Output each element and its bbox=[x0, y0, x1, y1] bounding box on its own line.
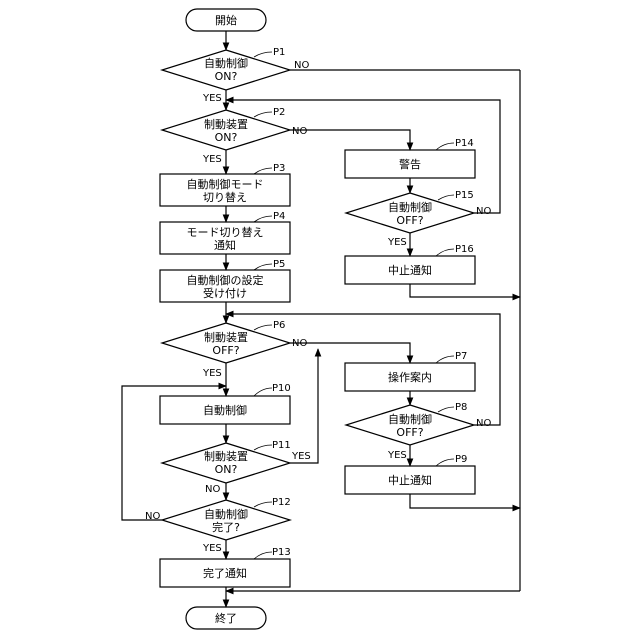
p11-line1: 制動装置 bbox=[204, 449, 248, 463]
p16-line1: 中止通知 bbox=[388, 263, 432, 277]
end-label: 終了 bbox=[215, 611, 237, 625]
p1-step-id: P1 bbox=[273, 47, 285, 58]
p15-yes-label: YES bbox=[387, 237, 407, 248]
p4-line2: 通知 bbox=[214, 238, 236, 252]
p6-line1: 制動装置 bbox=[204, 330, 248, 344]
arrow-p6-no bbox=[290, 343, 410, 363]
arrow-p16-merge bbox=[410, 284, 520, 297]
process-p5: 自動制御の設定 受け付け P5 bbox=[160, 259, 290, 302]
p15-no-label: NO bbox=[476, 206, 491, 217]
p12-line2: 完了? bbox=[212, 520, 240, 534]
p1-yes-label: YES bbox=[202, 93, 222, 104]
p6-line2: OFF? bbox=[212, 344, 239, 357]
p2-line2: ON? bbox=[215, 131, 238, 144]
process-p10: 自動制御 P10 bbox=[160, 383, 291, 424]
p6-yes-label: YES bbox=[202, 368, 222, 379]
process-p4: モード切り替え 通知 P4 bbox=[160, 211, 290, 254]
p15-line2: OFF? bbox=[396, 214, 423, 227]
p13-step-id: P13 bbox=[272, 547, 291, 558]
p10-line1: 自動制御 bbox=[203, 403, 247, 417]
p6-step-id: P6 bbox=[273, 320, 285, 331]
p9-step-id: P9 bbox=[455, 454, 467, 465]
p2-step-id: P2 bbox=[273, 107, 285, 118]
decision-p1: 自動制御 ON? P1 bbox=[162, 47, 290, 90]
p9-line1: 中止通知 bbox=[388, 473, 432, 487]
p13-line1: 完了通知 bbox=[203, 566, 247, 580]
p11-no-label: NO bbox=[205, 484, 220, 495]
p12-step-id: P12 bbox=[272, 497, 291, 508]
end-terminal: 終了 bbox=[186, 607, 266, 629]
p12-yes-label: YES bbox=[202, 543, 222, 554]
start-terminal: 開始 bbox=[186, 9, 266, 31]
process-p13: 完了通知 P13 bbox=[160, 547, 291, 587]
p3-line1: 自動制御モード bbox=[187, 177, 264, 191]
p5-step-id: P5 bbox=[273, 259, 285, 270]
p8-line2: OFF? bbox=[396, 426, 423, 439]
p3-step-id: P3 bbox=[273, 163, 285, 174]
start-label: 開始 bbox=[215, 13, 237, 27]
p1-no-label: NO bbox=[294, 60, 309, 71]
p7-line1: 操作案内 bbox=[388, 370, 432, 384]
p15-step-id: P15 bbox=[455, 190, 474, 201]
p3-line2: 切り替え bbox=[203, 190, 247, 204]
p6-no-label: NO bbox=[292, 338, 307, 349]
p8-line1: 自動制御 bbox=[388, 412, 432, 426]
arrow-p9-merge bbox=[410, 494, 520, 508]
p12-no-label: NO bbox=[145, 511, 160, 522]
decision-p8: 自動制御 OFF? P8 bbox=[346, 402, 474, 445]
p1-line1: 自動制御 bbox=[204, 56, 248, 70]
arrow-p11-yes-loop bbox=[290, 349, 318, 463]
p4-step-id: P4 bbox=[273, 211, 285, 222]
p4-line1: モード切り替え bbox=[187, 225, 264, 239]
decision-p15: 自動制御 OFF? P15 bbox=[346, 190, 474, 233]
p11-step-id: P11 bbox=[272, 440, 291, 451]
decision-p6: 制動装置 OFF? P6 bbox=[162, 320, 290, 363]
p11-line2: ON? bbox=[215, 463, 238, 476]
p12-line1: 自動制御 bbox=[204, 507, 248, 521]
p15-line1: 自動制御 bbox=[388, 200, 432, 214]
p10-step-id: P10 bbox=[272, 383, 291, 394]
decision-p12: 自動制御 完了? P12 bbox=[162, 497, 291, 540]
decision-p11: 制動装置 ON? P11 bbox=[162, 440, 291, 483]
p14-step-id: P14 bbox=[455, 138, 474, 149]
p8-yes-label: YES bbox=[387, 450, 407, 461]
p1-line2: ON? bbox=[215, 70, 238, 83]
p8-no-label: NO bbox=[476, 418, 491, 429]
p2-no-label: NO bbox=[292, 126, 307, 137]
arrow-p2-no bbox=[290, 130, 410, 150]
p2-yes-label: YES bbox=[202, 154, 222, 165]
p14-line1: 警告 bbox=[399, 157, 421, 171]
decision-p2: 制動装置 ON? P2 bbox=[162, 107, 290, 150]
p2-line1: 制動装置 bbox=[204, 117, 248, 131]
p8-step-id: P8 bbox=[455, 402, 467, 413]
p5-line2: 受け付け bbox=[203, 287, 247, 300]
p5-line1: 自動制御の設定 bbox=[187, 273, 264, 287]
p7-step-id: P7 bbox=[455, 351, 467, 362]
process-p3: 自動制御モード 切り替え P3 bbox=[160, 163, 290, 206]
p16-step-id: P16 bbox=[455, 244, 474, 255]
p11-yes-label: YES bbox=[291, 451, 311, 462]
